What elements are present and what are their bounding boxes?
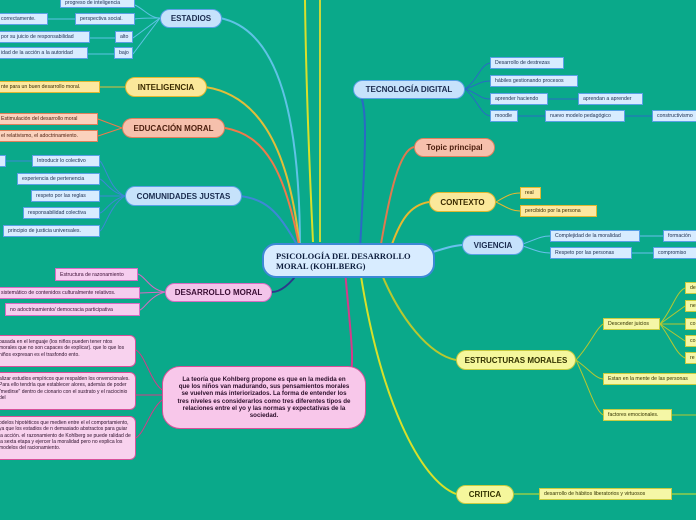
estructuras-morales-node[interactable]: ESTRUCTURAS MORALES	[456, 350, 576, 370]
educacion-moral-node[interactable]: EDUCACIÓN MORAL	[122, 118, 225, 138]
estructuras-sub-ne[interactable]: ne	[685, 300, 696, 312]
comunidades-justas-node[interactable]: COMUNIDADES JUSTAS	[125, 186, 242, 206]
central-title-line2: MORAL (KOHLBERG)	[276, 260, 366, 271]
desarrollo-moral-node[interactable]: DESARROLLO MORAL	[165, 283, 272, 302]
estadios-bajo[interactable]: bajo	[114, 47, 133, 59]
tecnologia-habiles[interactable]: hábiles gestionando procesos	[490, 75, 578, 87]
vigencia-respeto[interactable]: Respeto por las personas	[550, 247, 632, 259]
estadios-node[interactable]: ESTADIOS	[160, 9, 222, 28]
vigencia-formacion[interactable]: formación	[663, 230, 696, 242]
estadios-progreso[interactable]: progreso de inteligencia	[60, 0, 135, 8]
desarrollo-sistematico[interactable]: sistemático de contenidos culturalmente …	[0, 287, 140, 299]
vigencia-node[interactable]: VIGENCIA	[462, 235, 524, 255]
paragraph-modelos[interactable]: odelos hipotéticos que medien entre el e…	[0, 416, 136, 460]
comunidades-introducir[interactable]: Introducir lo colectivo	[32, 155, 100, 167]
tecnologia-aprender-haciendo[interactable]: aprender haciendo	[490, 93, 548, 105]
tecnologia-constructivismo[interactable]: constructivismo	[652, 110, 696, 122]
tecnologia-modelo[interactable]: nuevo modelo pedagógico	[545, 110, 625, 122]
central-topic[interactable]: PSICOLOGÍA DEL DESARROLLO MORAL (KOHLBER…	[262, 243, 435, 278]
estructuras-sub-re[interactable]: re	[685, 352, 696, 364]
inteligencia-desarrollo[interactable]: nte para un buen desarrollo moral.	[0, 81, 100, 93]
estadios-juicio[interactable]: por su juicio de responsabilidad	[0, 31, 90, 43]
comunidades-pertenencia[interactable]: experiencia de pertenencia	[17, 173, 100, 185]
comunidades-reglas[interactable]: respeto por las reglas	[31, 190, 100, 202]
estadios-correctamente[interactable]: correctamente.	[0, 13, 48, 25]
kohlberg-theory-note[interactable]: La teoría que Kohlberg propone es que en…	[162, 366, 366, 429]
estadios-perspectiva[interactable]: perspectiva social.	[75, 13, 135, 25]
estructuras-mente[interactable]: Estan en la mente de las personas	[603, 373, 696, 385]
tecnologia-moodle[interactable]: moodle	[490, 110, 518, 122]
estadios-autoridad[interactable]: idad de la acción a la autoridad	[0, 47, 88, 59]
estructuras-emocionales[interactable]: factores emocionales.	[603, 409, 672, 421]
educacion-estimulacion[interactable]: Estimulación del desarrollo moral	[0, 113, 98, 125]
comunidades-stub	[0, 155, 6, 167]
estadios-alto[interactable]: alto	[115, 31, 133, 43]
contexto-percibido[interactable]: percibido por la persona	[520, 205, 597, 217]
estructuras-sub-co2[interactable]: co	[685, 335, 696, 347]
comunidades-responsabilidad[interactable]: responsabilidad colectiva	[23, 207, 100, 219]
comunidades-justicia[interactable]: principio de justicia universales.	[3, 225, 100, 237]
educacion-relativismo[interactable]: el relativismo, el adoctrinamiento.	[0, 130, 98, 142]
estructuras-sub-co1[interactable]: co	[685, 318, 696, 330]
critica-node[interactable]: CRITICA	[456, 485, 514, 504]
contexto-node[interactable]: CONTEXTO	[429, 192, 496, 212]
topic-principal-node[interactable]: Topic principal	[414, 138, 495, 157]
desarrollo-adoctrinamiento[interactable]: no adoctrinamiento/ democracia participa…	[5, 303, 140, 316]
paragraph-estudios[interactable]: alizar estudios empíricos que respalden …	[0, 372, 136, 410]
estructuras-sub-de[interactable]: de	[685, 282, 696, 294]
paragraph-lenguaje[interactable]: basada en el lenguaje (los niños pueden …	[0, 335, 136, 367]
tecnologia-digital-node[interactable]: TECNOLOGÍA DIGITAL	[353, 80, 465, 99]
inteligencia-node[interactable]: INTELIGENCIA	[125, 77, 207, 97]
vigencia-complejidad[interactable]: Complejidad de la moralidad	[550, 230, 640, 242]
tecnologia-aprendan[interactable]: aprendan a aprender	[578, 93, 643, 105]
contexto-real[interactable]: real	[520, 187, 541, 199]
critica-habitos[interactable]: desarrollo de hábitos liberatorios y vir…	[539, 488, 672, 500]
vigencia-compromiso[interactable]: compromiso	[653, 247, 696, 259]
estructuras-descender[interactable]: Descender juicios	[603, 318, 660, 330]
tecnologia-destrezas[interactable]: Desarrollo de destrezas	[490, 57, 564, 69]
desarrollo-estructura[interactable]: Estructura de razonamiento	[55, 268, 138, 281]
central-title-line1: PSICOLOGÍA DEL DESARROLLO	[276, 250, 411, 261]
